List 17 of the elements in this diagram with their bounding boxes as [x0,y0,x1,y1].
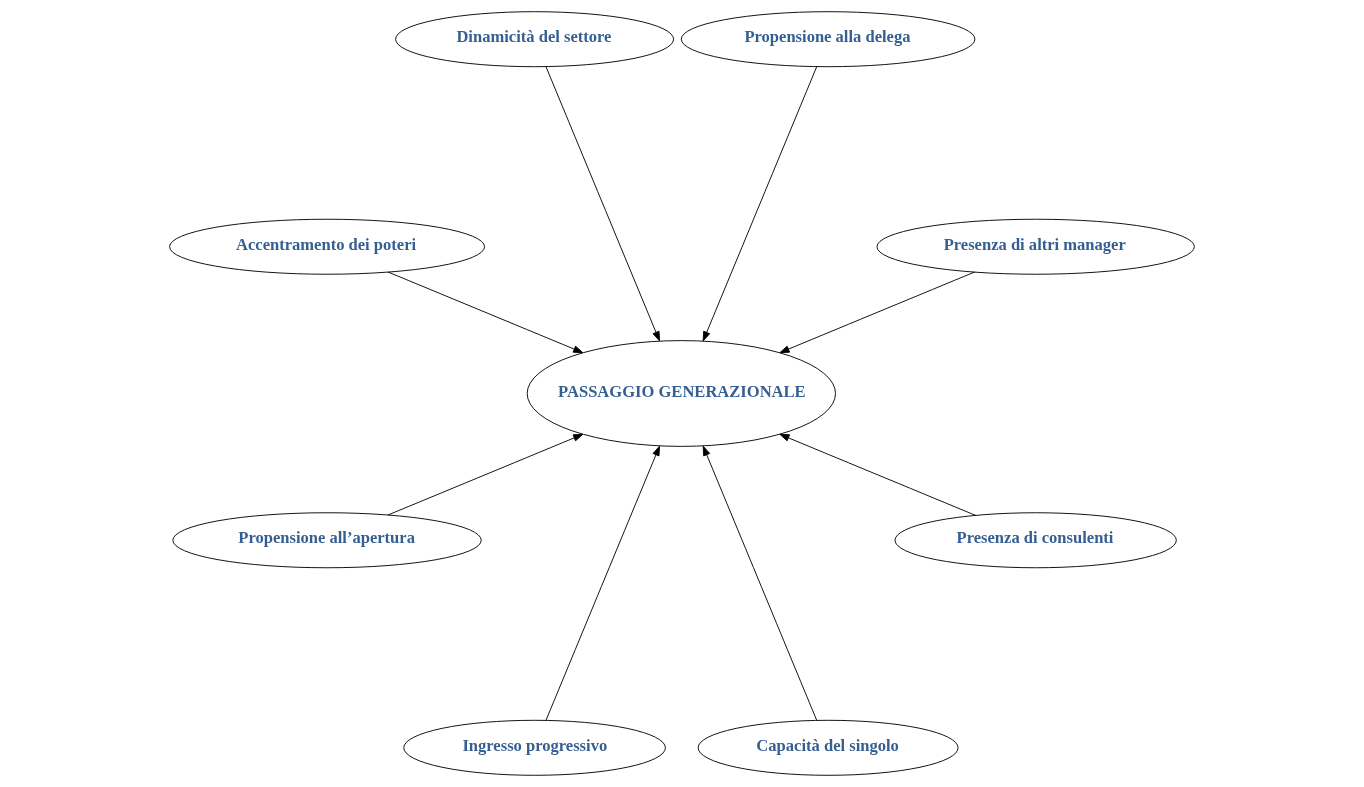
arrow [779,433,977,516]
node-ellipse: Presenza di consulenti [894,512,1177,569]
node-ellipse: Propensione all’apertura [172,512,482,569]
node-ellipse: Presenza di altri manager [876,218,1195,275]
node-ellipse: Capacità del singolo [697,719,959,776]
arrow [702,66,818,342]
node-ellipse: Propensione alla delega [680,11,976,68]
arrow [387,271,584,354]
node-ellipse: Dinamicità del settore [395,11,675,68]
arrow [545,445,660,722]
node-ellipse: Accentramento dei poteri [169,218,485,275]
node-ellipse: Ingresso progressivo [403,719,666,776]
node-ellipse: PASSAGGIO GENERAZIONALE [526,340,836,447]
arrow [387,433,584,516]
arrow [779,271,976,354]
arrow [545,66,661,342]
arrow [702,445,818,722]
